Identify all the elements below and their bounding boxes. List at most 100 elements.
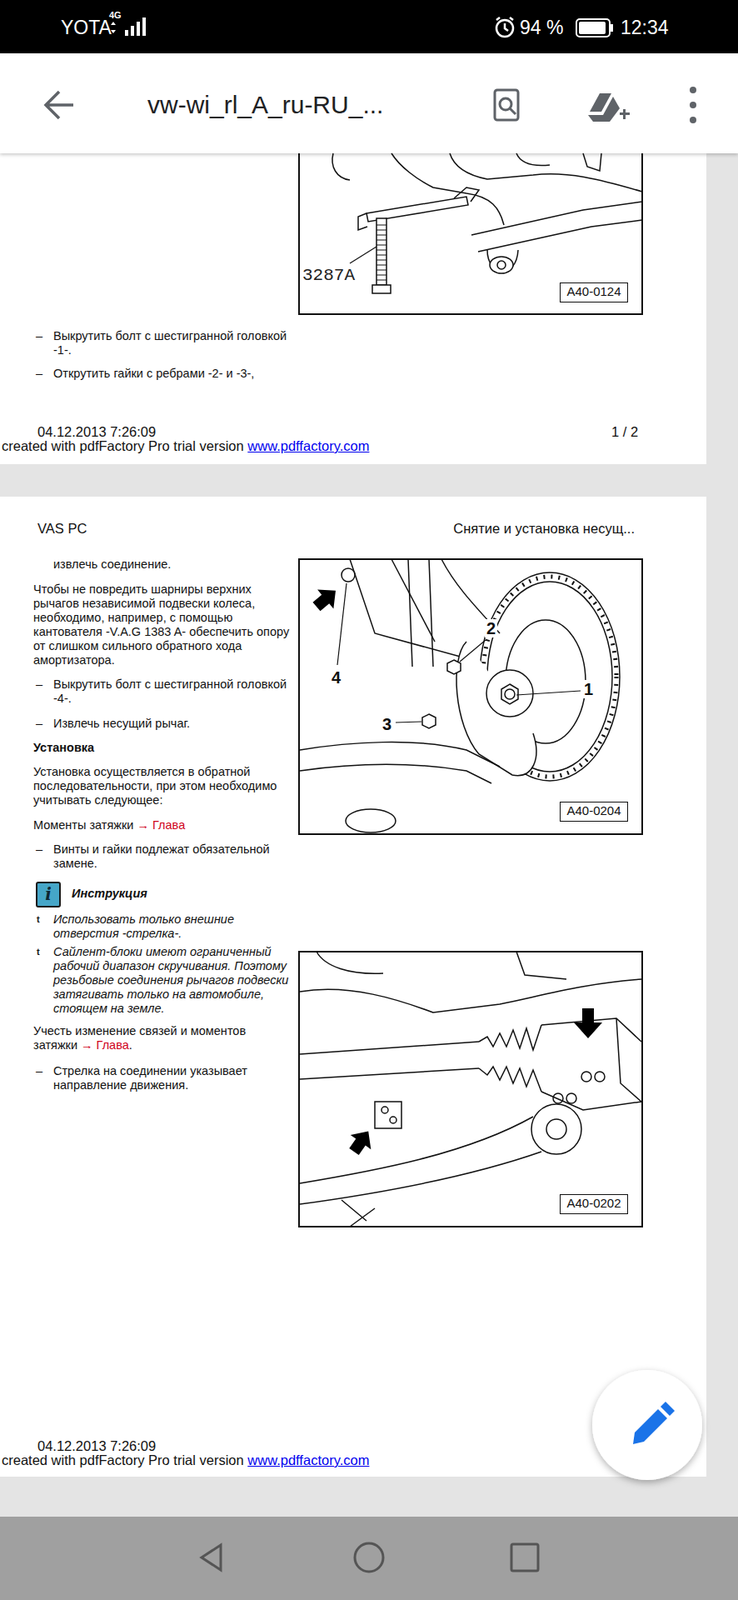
step-text: Винты и гайки подлежат обязательной заме…	[53, 842, 270, 870]
text-block: Использовать только внешние отверстия -с…	[53, 912, 291, 941]
battery-icon	[576, 19, 614, 37]
bullet-dash: –	[35, 716, 43, 730]
figure-wheel-suspension	[299, 558, 643, 834]
text-block: Стрелка на соединении указывает направле…	[53, 1063, 291, 1093]
text-block: –	[35, 677, 43, 692]
info-icon: i	[35, 881, 61, 908]
text-block: –	[35, 329, 43, 344]
signal-icon	[110, 17, 146, 36]
tool-number: 3287A	[300, 265, 357, 285]
text-block: –	[35, 366, 43, 381]
text-block: 4	[329, 668, 343, 687]
menu-icon	[689, 86, 697, 124]
file-name: vw-wi_rl_A_ru-RU_...	[147, 90, 384, 119]
back-icon	[45, 91, 74, 119]
print-date: 04.12.2013 7:26:09	[37, 1437, 156, 1453]
step-text: Открутить гайки с ребрами -2- и -3-,	[53, 366, 255, 380]
text-block: 4G	[109, 9, 122, 20]
clock: 12:34	[620, 16, 669, 39]
bullet-mark: t	[36, 946, 40, 957]
text-block: Извлечь несущий рычаг.	[53, 716, 295, 731]
text-block: Установка осуществляется в обратной посл…	[33, 764, 294, 808]
text-block: Учесть изменение связей и моментов затяж…	[33, 1023, 288, 1053]
pdf-page	[0, 153, 707, 464]
text-block: 12:34	[620, 15, 669, 40]
text-block: –	[35, 1063, 43, 1078]
watermark-text: created with pdfFactory Pro trial versio…	[1, 1451, 245, 1467]
bullet-dash: –	[35, 842, 43, 856]
text-block: –	[35, 842, 43, 857]
text-block: t	[36, 945, 40, 958]
note-heading: Инструкция	[71, 886, 148, 900]
text-block: vw-wi_rl_A_ru-RU_...	[147, 89, 384, 121]
paragraph: .	[129, 1037, 133, 1052]
callout-number: 2	[484, 618, 498, 638]
text-block: 94 %	[519, 15, 564, 40]
callout-number: 4	[329, 668, 343, 687]
text-block: 3287A	[300, 265, 357, 286]
text-block: Установка	[33, 740, 95, 755]
watermark-text: created with pdfFactory Pro trial versio…	[1, 438, 245, 454]
text-block: Сайлент-блоки имеют ограниченный рабочий…	[53, 944, 291, 1016]
text-block: Винты и гайки подлежат обязательной заме…	[53, 842, 295, 871]
text-block: 3	[380, 714, 394, 734]
text-block: YOTA	[60, 15, 112, 40]
text-block: –	[35, 716, 43, 731]
figure-id-box: A40-0124	[559, 282, 629, 303]
alarm-icon	[496, 17, 514, 37]
text-block: Выкрутить болт с шестигранной головкой -…	[53, 329, 297, 358]
battery-percent: 94 %	[519, 16, 564, 39]
text-block: created with pdfFactory Pro trial versio…	[1, 437, 369, 454]
section-heading: Установка	[33, 740, 95, 754]
nav-bar	[0, 1515, 738, 1600]
figure-id-box: A40-0204	[559, 801, 629, 822]
step-text: Извлечь несущий рычаг.	[53, 716, 190, 730]
page-header: Снятие и установка несущ...	[453, 520, 635, 536]
note-text: Сайлент-блоки имеют ограниченный рабочий…	[53, 944, 289, 1015]
drive-add-icon	[588, 93, 630, 122]
text-block: 2	[484, 618, 498, 638]
text-block: Открутить гайки с ребрами -2- и -3-,	[53, 366, 297, 381]
figure-id: A40-0204	[566, 802, 621, 818]
figure-id-box: A40-0202	[559, 1193, 629, 1214]
paragraph: Моменты затяжки	[33, 817, 134, 832]
print-date: 04.12.2013 7:26:09	[37, 423, 156, 439]
bullet-dash: –	[35, 1063, 43, 1078]
step-text: Выкрутить болт с шестигранной головкой -…	[53, 677, 287, 705]
figure-drive-shaft	[299, 951, 643, 1227]
pointer-arrow	[308, 580, 344, 616]
text-block: Чтобы не повредить шарниры верхних рычаг…	[33, 582, 294, 668]
note-text: Использовать только внешние отверстия -с…	[53, 912, 235, 940]
edit-button	[592, 1369, 703, 1480]
bullet-mark: t	[36, 913, 40, 924]
step-text: Выкрутить болт с шестигранной головкой -…	[53, 329, 287, 357]
carrier-name: YOTA	[60, 16, 112, 39]
step-text: извлечь соединение.	[53, 557, 171, 571]
page-header: VAS PC	[37, 520, 87, 536]
chapter-link: → Глава	[137, 817, 186, 832]
text-block: 04.12.2013 7:26:09	[37, 1436, 156, 1454]
bullet-dash: –	[35, 366, 43, 380]
text-block: Снятие и установка несущ...	[453, 519, 635, 537]
bullet-dash: –	[35, 329, 43, 343]
paragraph: Чтобы не повредить шарниры верхних рычаг…	[33, 582, 290, 667]
paragraph: Установка осуществляется в обратной посл…	[33, 764, 277, 807]
text-block: 04.12.2013 7:26:09	[37, 423, 156, 440]
bullet-dash: –	[35, 677, 43, 691]
callout-number: 3	[380, 714, 394, 734]
pointer-arrow	[573, 1007, 603, 1038]
figure-id: A40-0124	[566, 284, 621, 299]
nav-icons	[201, 1542, 539, 1571]
callout-number: 1	[582, 679, 595, 699]
pointer-arrow	[344, 1123, 379, 1159]
figure-steering-knuckle-tool	[299, 153, 643, 315]
chapter-link: → Глава	[80, 1037, 130, 1052]
icon-letter: i	[44, 883, 52, 904]
pencil-icon	[633, 1401, 675, 1444]
text-block: 1	[582, 679, 595, 699]
figure-id: A40-0202	[566, 1195, 621, 1210]
page-number: 1 / 2	[611, 423, 639, 439]
watermark-link: www.pdffactory.com	[247, 1451, 369, 1467]
search-doc-icon	[494, 89, 519, 120]
